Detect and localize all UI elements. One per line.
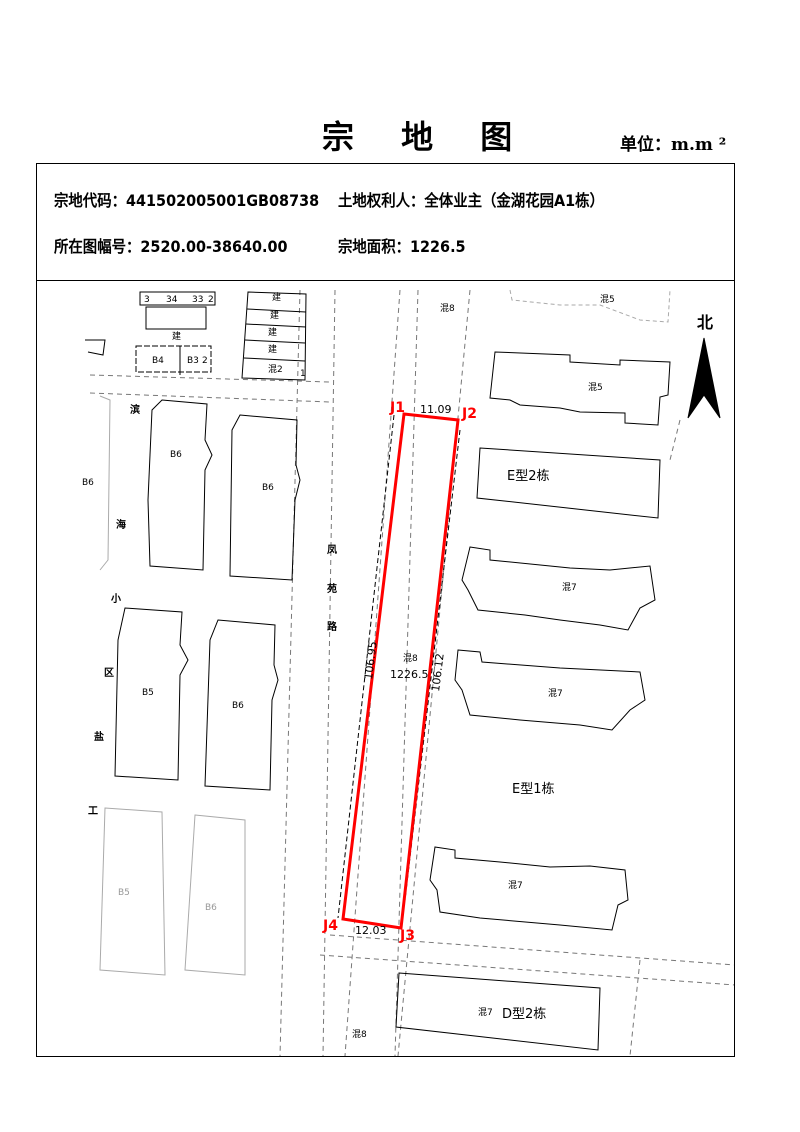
label-b3: B3 — [187, 356, 199, 366]
label-jian: 建 — [272, 291, 281, 303]
label-jian: 建 — [172, 330, 181, 342]
label-b5: B5 — [142, 688, 154, 698]
label-b6: B6 — [170, 450, 182, 460]
north-label: 北 — [697, 313, 713, 332]
side-length-left: 106.95 — [362, 641, 380, 681]
label-hun2: 混2 — [268, 364, 283, 375]
label-33: 33 — [192, 295, 203, 305]
parcel-code: 宗地代码：441502005001GB08738 — [54, 191, 320, 210]
label-hun7: 混7 — [478, 1007, 493, 1018]
parcel-area-label: 1226.5 — [390, 668, 429, 681]
point-j2: J2 — [461, 406, 477, 422]
map-frame — [36, 163, 735, 1057]
land-owner: 土地权利人：全体业主（金湖花园A1栋） — [338, 191, 604, 210]
sheet-number: 所在图幅号：2520.00-38640.00 — [54, 237, 288, 256]
parcel-area: 宗地面积：1226.5 — [338, 237, 466, 256]
road-char: 凤 — [327, 544, 337, 556]
label-hun5: 混5 — [588, 382, 603, 393]
label-hun8: 混8 — [440, 303, 455, 314]
label-hun7: 混7 — [508, 880, 523, 891]
point-j3: J3 — [399, 928, 415, 944]
side-length-top: 11.09 — [420, 403, 452, 416]
parcel-boundary — [341, 412, 460, 930]
label-2: 2 — [202, 356, 208, 366]
unit-label: 单位：m.m ² — [620, 135, 727, 155]
road-char: 苑 — [326, 582, 337, 595]
label-3: 3 — [144, 295, 150, 305]
label-2: 2 — [208, 295, 214, 305]
label-b6: B6 — [232, 701, 244, 711]
label-jian: 建 — [270, 309, 279, 321]
label-hun8: 混8 — [352, 1029, 367, 1040]
label-hun7: 混7 — [562, 582, 577, 593]
area-char: 海 — [116, 518, 126, 531]
label-b6: B6 — [262, 483, 274, 493]
building-group-top-left — [85, 291, 307, 381]
label-hun7: 混7 — [548, 688, 563, 699]
buildings-right — [337, 289, 671, 1051]
label-b4: B4 — [152, 356, 164, 366]
label-jian: 建 — [268, 326, 277, 338]
road-char: 路 — [327, 620, 338, 633]
point-j4: J4 — [322, 918, 338, 934]
buildings-left — [99, 395, 301, 976]
area-char: 小 — [110, 592, 121, 605]
label-jian: 建 — [268, 343, 277, 355]
label-d2: D型2栋 — [502, 1006, 546, 1022]
road-lines — [89, 289, 734, 1056]
point-j1: J1 — [389, 400, 405, 416]
info-panel: 宗地代码：441502005001GB08738 土地权利人：全体业主（金湖花园… — [36, 163, 735, 281]
area-char: 工 — [88, 806, 98, 817]
area-char: 盐 — [94, 730, 104, 743]
label-hun5: 混5 — [600, 294, 615, 305]
area-char: 滨 — [130, 403, 140, 416]
label-34: 34 — [166, 295, 178, 305]
page-title: 宗 地 图 — [322, 118, 531, 156]
area-char: 区 — [104, 667, 114, 679]
north-arrow-icon — [687, 337, 721, 419]
side-length-bottom: 12.03 — [355, 924, 387, 937]
side-length-right: 106.12 — [429, 653, 447, 693]
parcel-label: 混8 — [403, 653, 418, 664]
label-e2: E型2栋 — [507, 468, 550, 484]
label-b6: B6 — [205, 903, 217, 913]
label-b6: B6 — [82, 478, 94, 488]
label-e1: E型1栋 — [512, 781, 555, 797]
label-1: 1 — [300, 369, 306, 379]
label-b5: B5 — [118, 888, 130, 898]
